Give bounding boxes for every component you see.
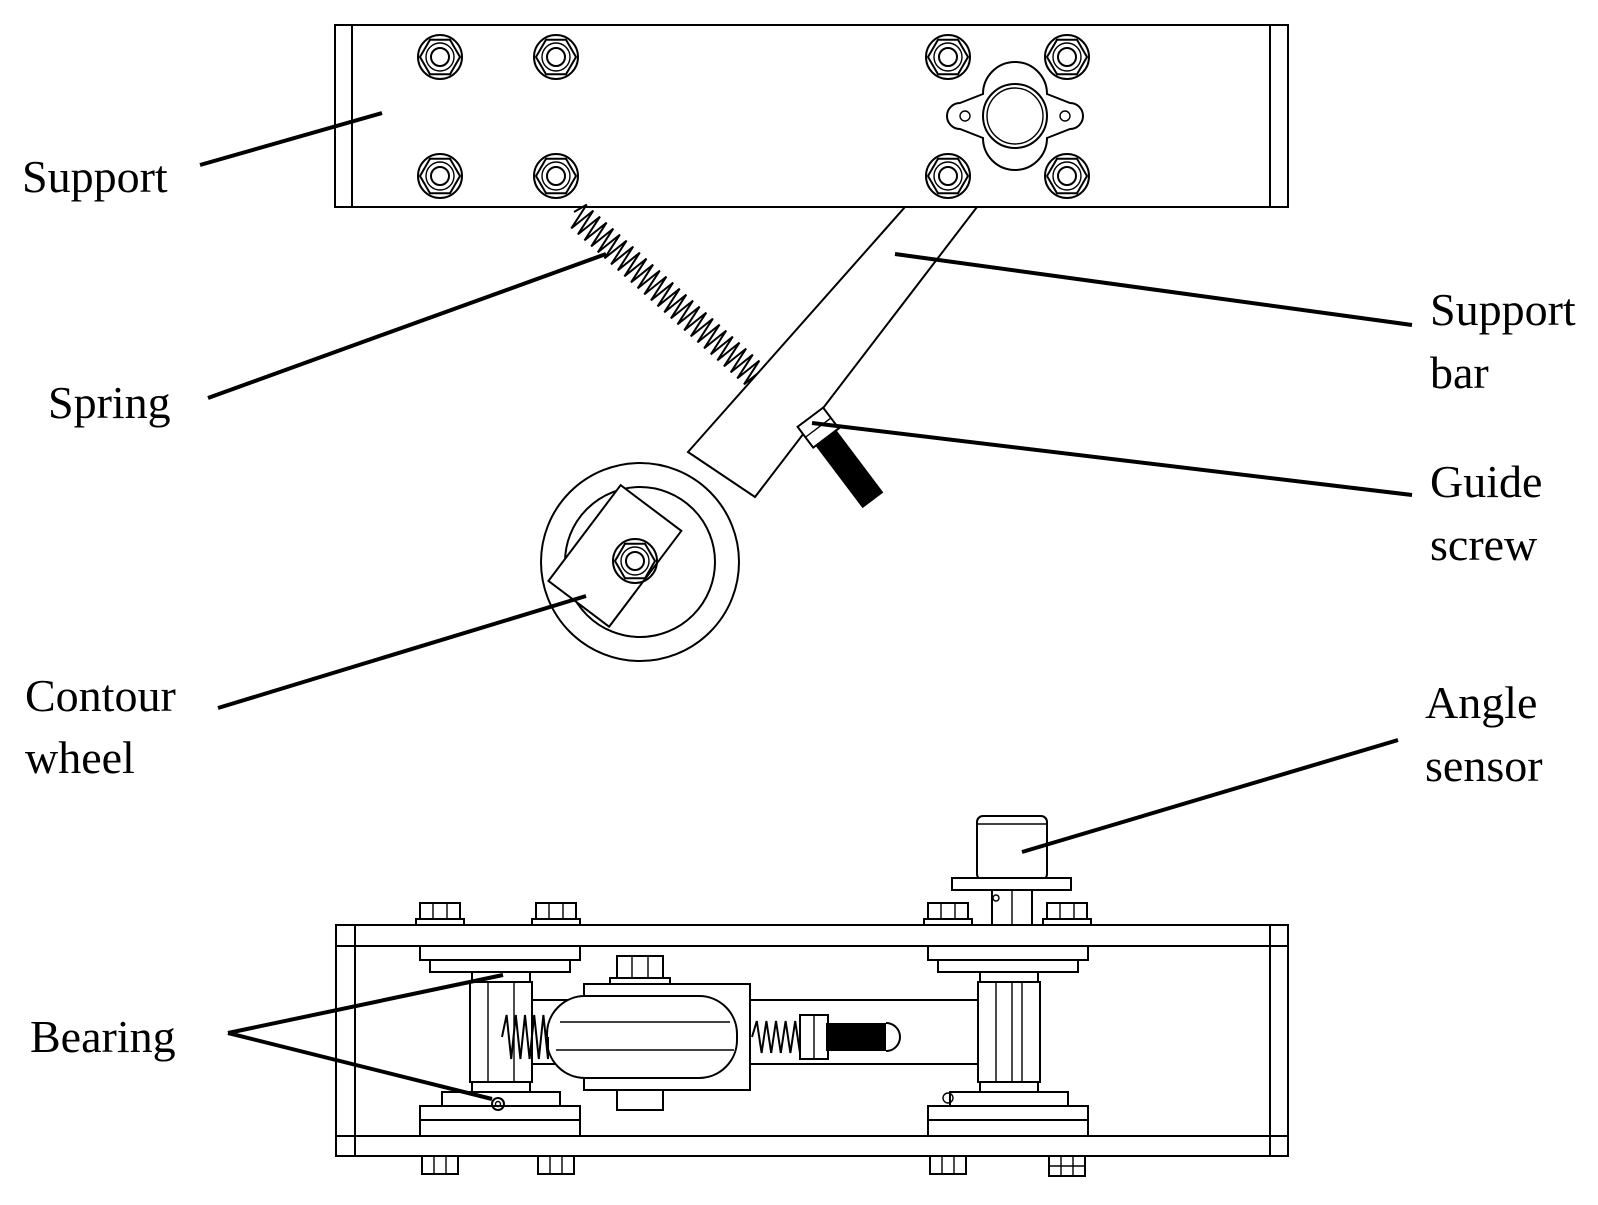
sensor-flange-top — [946, 61, 1084, 171]
bearing-left — [419, 945, 581, 1137]
side-bolts-top — [415, 902, 1092, 926]
support-nuts — [417, 34, 1090, 199]
bracket-bolt-top — [609, 955, 671, 985]
side-view — [335, 815, 1289, 1177]
labels: Support Spring Support bar Guide screw C… — [22, 151, 1576, 1062]
leader-spring — [207, 252, 607, 400]
leader-support — [199, 111, 383, 167]
support-bar-drawing — [686, 206, 980, 499]
label-support-bar-line1: Support — [1430, 284, 1576, 335]
leader-support-bar — [894, 252, 1413, 327]
side-spring-left — [501, 1014, 549, 1060]
leader-angle-sensor — [1021, 738, 1399, 854]
label-contour-wheel-line1: Contour — [25, 670, 176, 721]
side-bolts-bottom — [421, 1155, 1086, 1177]
leader-guide-screw — [811, 421, 1413, 497]
label-bearing: Bearing — [30, 1011, 176, 1062]
leader-lines — [199, 111, 1413, 1101]
guide-screw-side — [751, 1014, 901, 1060]
bracket-bolt-bottom — [616, 1089, 664, 1111]
top-view — [334, 24, 1289, 662]
label-support-bar-line2: bar — [1430, 347, 1489, 398]
label-spring: Spring — [48, 377, 171, 428]
support-plate — [334, 24, 1289, 208]
contour-wheel-drawing — [540, 462, 740, 662]
wheel-side — [546, 983, 751, 1091]
leader-contour-wheel — [217, 594, 587, 710]
spring-top — [570, 203, 767, 392]
angle-sensor-drawing — [951, 815, 1072, 1120]
bearing-right — [927, 945, 1089, 1137]
label-guide-screw-line2: screw — [1430, 519, 1538, 570]
guide-screw-drawing — [796, 406, 884, 509]
leader-bearing-2 — [227, 1031, 493, 1101]
label-contour-wheel-line2: wheel — [25, 732, 135, 783]
leader-bearing-1 — [227, 973, 504, 1035]
label-guide-screw-line1: Guide — [1430, 456, 1542, 507]
label-support: Support — [22, 151, 168, 202]
label-angle-sensor-line1: Angle — [1425, 677, 1537, 728]
label-angle-sensor-line2: sensor — [1425, 740, 1543, 791]
